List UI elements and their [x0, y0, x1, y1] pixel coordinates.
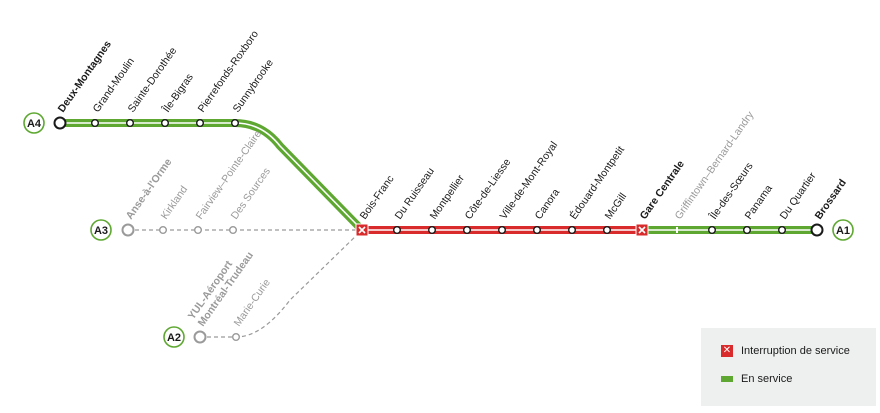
terminus-badge-a1: A1: [832, 219, 854, 241]
close-icon: ✕: [721, 345, 733, 357]
label-line-ile-bigras: Île-Bigras: [159, 71, 196, 116]
station-panama: [743, 225, 752, 234]
stations: [53, 116, 824, 344]
label-line-mcgill: McGill: [603, 191, 630, 222]
a4-branch-track: [60, 119, 365, 233]
a4-branch-track-center: [60, 122, 363, 231]
station-edouard-montpetit: [568, 225, 577, 234]
station-des-sources: [228, 225, 237, 234]
station-anse-a-l-orme: [121, 223, 135, 237]
terminus-badge-a1-text: A1: [836, 225, 850, 237]
station-sainte-dorothee: [125, 118, 134, 127]
terminus-badge-a3-ring: [90, 219, 112, 241]
label-mcgill: McGill: [603, 191, 630, 222]
label-canora: Canora: [533, 186, 563, 221]
station-kirkland: [158, 225, 167, 234]
station-fairview-pointe-claire: [193, 225, 202, 234]
station-mcgill: [603, 225, 612, 234]
label-line-kirkland: Kirkland: [159, 184, 191, 222]
station-du-ruisseau: [393, 225, 402, 234]
station-grand-moulin: [90, 118, 99, 127]
station-yul-aeroport-montreal-trudeau: [193, 330, 207, 344]
station-deux-montagnes: [53, 116, 67, 130]
station-gare-centrale-close-icon: [638, 226, 646, 234]
legend-interruption: ✕ Interruption de service: [721, 345, 850, 357]
station-bois-franc-close-icon: [358, 226, 366, 234]
terminus-badge-a2-ring: [163, 326, 185, 348]
label-line-panama: Panama: [743, 183, 775, 222]
legend-in-service: En service: [721, 373, 792, 385]
label-line-montpellier: Montpellier: [428, 172, 468, 221]
label-kirkland: Kirkland: [159, 184, 191, 222]
terminus-badge-a2-text: A2: [167, 332, 181, 344]
legend-in-service-label: En service: [741, 373, 793, 385]
label-montpellier: Montpellier: [428, 172, 468, 221]
station-ville-de-mont-royal: [498, 225, 507, 234]
terminus-badge-a4-ring: [23, 112, 45, 134]
station-cote-de-liesse: [463, 225, 472, 234]
legend: ✕ Interruption de service En service: [701, 328, 876, 406]
tracks: [60, 119, 817, 338]
station-ile-bigras: [160, 118, 169, 127]
station-pierrefonds-roxboro: [195, 118, 204, 127]
station-griffintown-bernard-landry: [676, 227, 678, 233]
station-brossard: [810, 223, 824, 237]
label-line-fairview-pointe-claire: Fairview–Pointe-Claire: [194, 128, 265, 222]
station-marie-curie: [231, 333, 240, 342]
station-ile-des-s-urs: [708, 225, 717, 234]
station-sunnybrooke: [230, 118, 239, 127]
label-line-brossard: Brossard: [813, 177, 849, 222]
terminus-badge-a1-ring: [832, 219, 854, 241]
label-line-pierrefonds-roxboro: Pierrefonds-Roxboro: [196, 28, 261, 114]
terminus-badge-a4-text: A4: [27, 118, 42, 130]
in-service-swatch: [721, 376, 733, 382]
terminus-badge-a3-text: A3: [94, 225, 108, 237]
label-line-canora: Canora: [533, 186, 563, 221]
terminus-badge-a2: A2: [163, 326, 185, 348]
station-labels: Deux-MontagnesGrand-MoulinSainte-Dorothé…: [56, 28, 849, 328]
station-montpellier: [428, 225, 437, 234]
terminus-badge-a4: A4: [23, 112, 45, 134]
label-line-bois-franc: Bois-Franc: [358, 173, 397, 221]
label-bois-franc: Bois-Franc: [358, 173, 397, 221]
label-fairview-pointe-claire: Fairview–Pointe-Claire: [194, 128, 265, 222]
legend-interruption-label: Interruption de service: [741, 345, 850, 357]
terminus-badge-a3: A3: [90, 219, 112, 241]
label-marie-curie: Marie-Curie: [232, 277, 273, 329]
station-canora: [533, 225, 542, 234]
label-pierrefonds-roxboro: Pierrefonds-Roxboro: [196, 28, 261, 114]
label-ile-bigras: Île-Bigras: [159, 71, 196, 116]
label-brossard: Brossard: [813, 177, 849, 222]
label-panama: Panama: [743, 183, 775, 222]
station-du-quartier: [778, 225, 787, 234]
label-line-marie-curie: Marie-Curie: [232, 277, 273, 329]
